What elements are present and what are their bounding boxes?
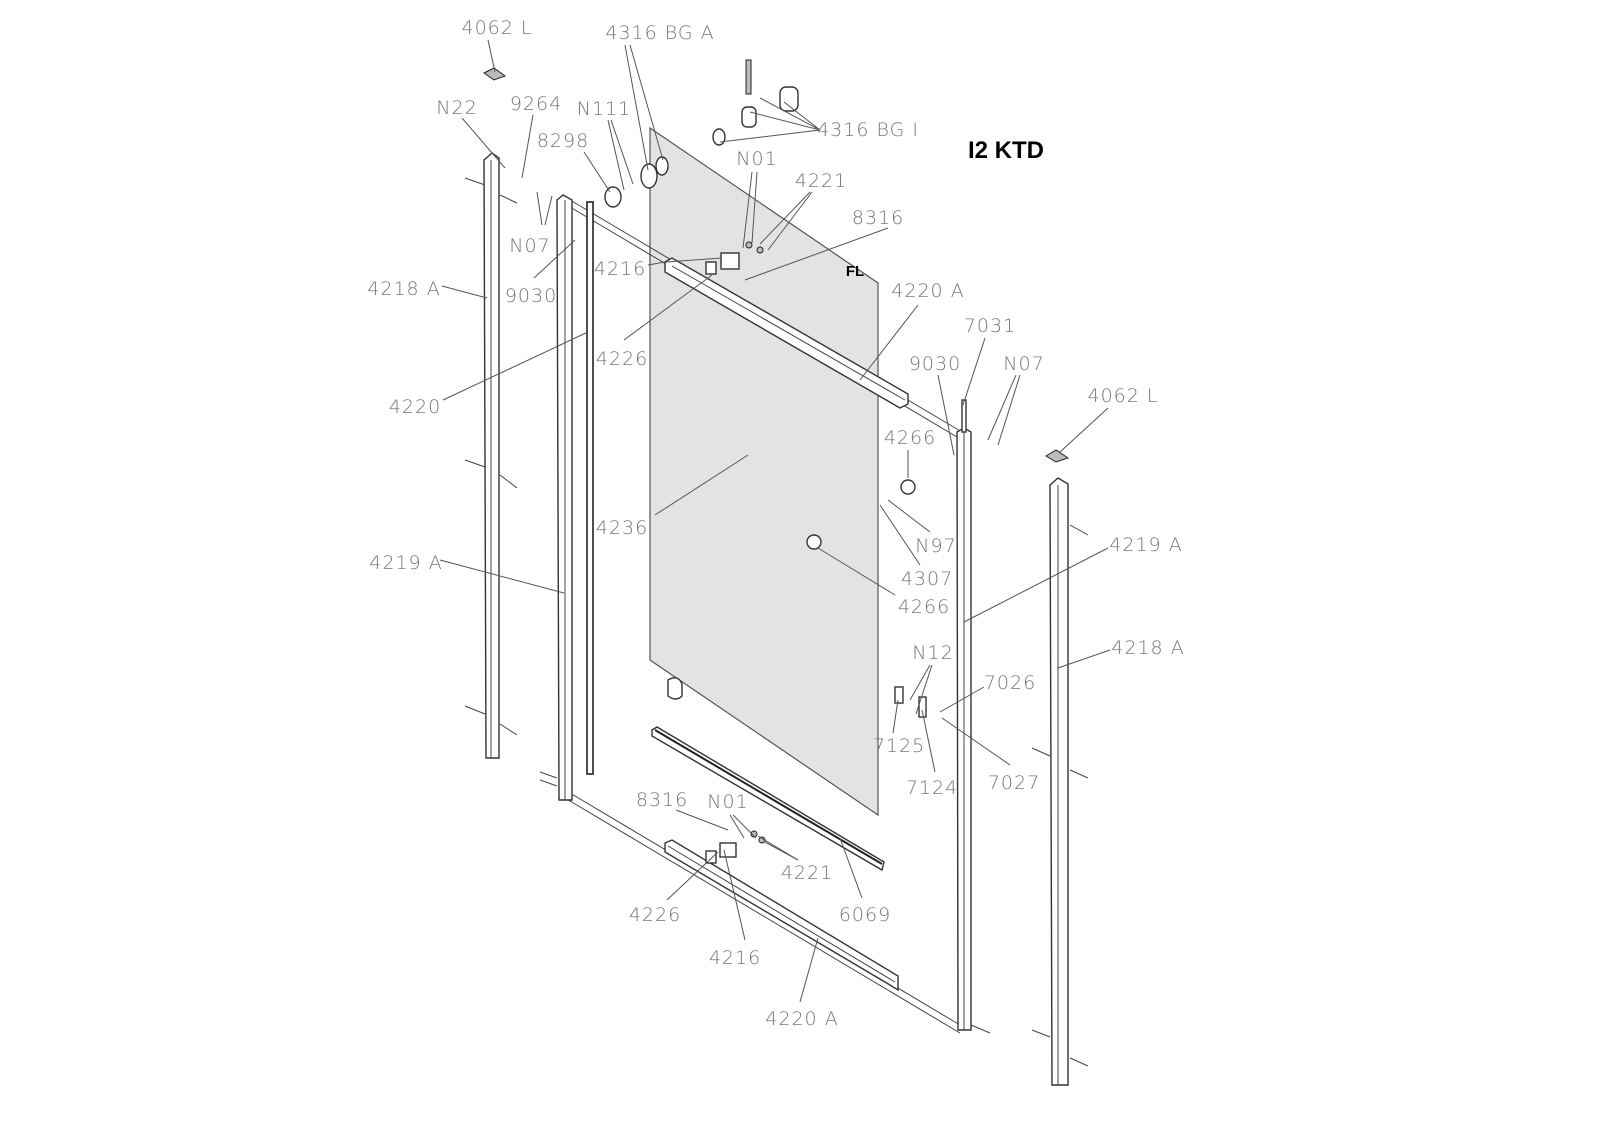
part-label: N22 xyxy=(436,97,477,119)
part-label: 4221 xyxy=(795,170,847,192)
glass-mark: FL xyxy=(846,263,864,280)
part-label: 4220 A xyxy=(765,1008,838,1030)
part-label: 4307 xyxy=(901,568,953,590)
part-label: 4062 L xyxy=(462,17,533,39)
part-label: 4218 A xyxy=(367,278,440,300)
part-label: N07 xyxy=(509,235,550,257)
door-profile-right xyxy=(956,427,972,1031)
part-label: 4216 xyxy=(594,258,646,280)
part-label: 4219 A xyxy=(1109,534,1182,556)
part-label: 4219 A xyxy=(369,552,442,574)
part-label: 4226 xyxy=(629,904,681,926)
part-label: 4220 A xyxy=(891,280,964,302)
part-label: 4226 xyxy=(596,348,648,370)
bottom-rail xyxy=(664,839,899,992)
wall-profile-left xyxy=(483,152,500,759)
part-label: 4062 L xyxy=(1088,385,1159,407)
part-label: 4236 xyxy=(596,517,648,539)
part-label: 9030 xyxy=(909,353,961,375)
small-hardware xyxy=(464,59,1089,1067)
door-profile-left xyxy=(556,194,573,801)
leader-lines xyxy=(439,39,1111,1003)
model-title: I2 KTD xyxy=(968,137,1044,164)
part-label: 4316 BG A xyxy=(605,22,714,44)
part-label: 7124 xyxy=(906,777,958,799)
part-label: 8316 xyxy=(852,207,904,229)
part-label: N111 xyxy=(577,98,631,120)
part-label: 4220 xyxy=(389,396,441,418)
part-label: 7031 xyxy=(964,315,1016,337)
part-label: 4266 xyxy=(898,596,950,618)
part-label: 8316 xyxy=(636,789,688,811)
part-label: 7125 xyxy=(873,735,925,757)
guide-line-bottom-2 xyxy=(564,797,961,1034)
part-label: 4316 BG I xyxy=(817,119,919,141)
part-label: 6069 xyxy=(839,904,891,926)
part-label: 4218 A xyxy=(1111,637,1184,659)
part-label: 4266 xyxy=(884,427,936,449)
part-label: N12 xyxy=(912,642,953,664)
seal-strip xyxy=(586,201,594,775)
part-label: N07 xyxy=(1003,353,1044,375)
part-label: 7026 xyxy=(984,672,1036,694)
glass-panel-4236 xyxy=(649,126,879,817)
bottom-track-6069 xyxy=(651,726,885,872)
part-label: N01 xyxy=(707,791,748,813)
glass-notch xyxy=(667,677,683,700)
part-label: 4221 xyxy=(781,862,833,884)
part-label: 9030 xyxy=(505,285,557,307)
part-label: 9264 xyxy=(510,93,562,115)
part-label: 4216 xyxy=(709,947,761,969)
part-label: 8298 xyxy=(537,130,589,152)
part-label: N97 xyxy=(915,535,956,557)
part-label: N01 xyxy=(736,148,777,170)
part-label: 7027 xyxy=(988,772,1040,794)
top-rail xyxy=(664,257,909,409)
wall-profile-right xyxy=(1049,477,1069,1086)
